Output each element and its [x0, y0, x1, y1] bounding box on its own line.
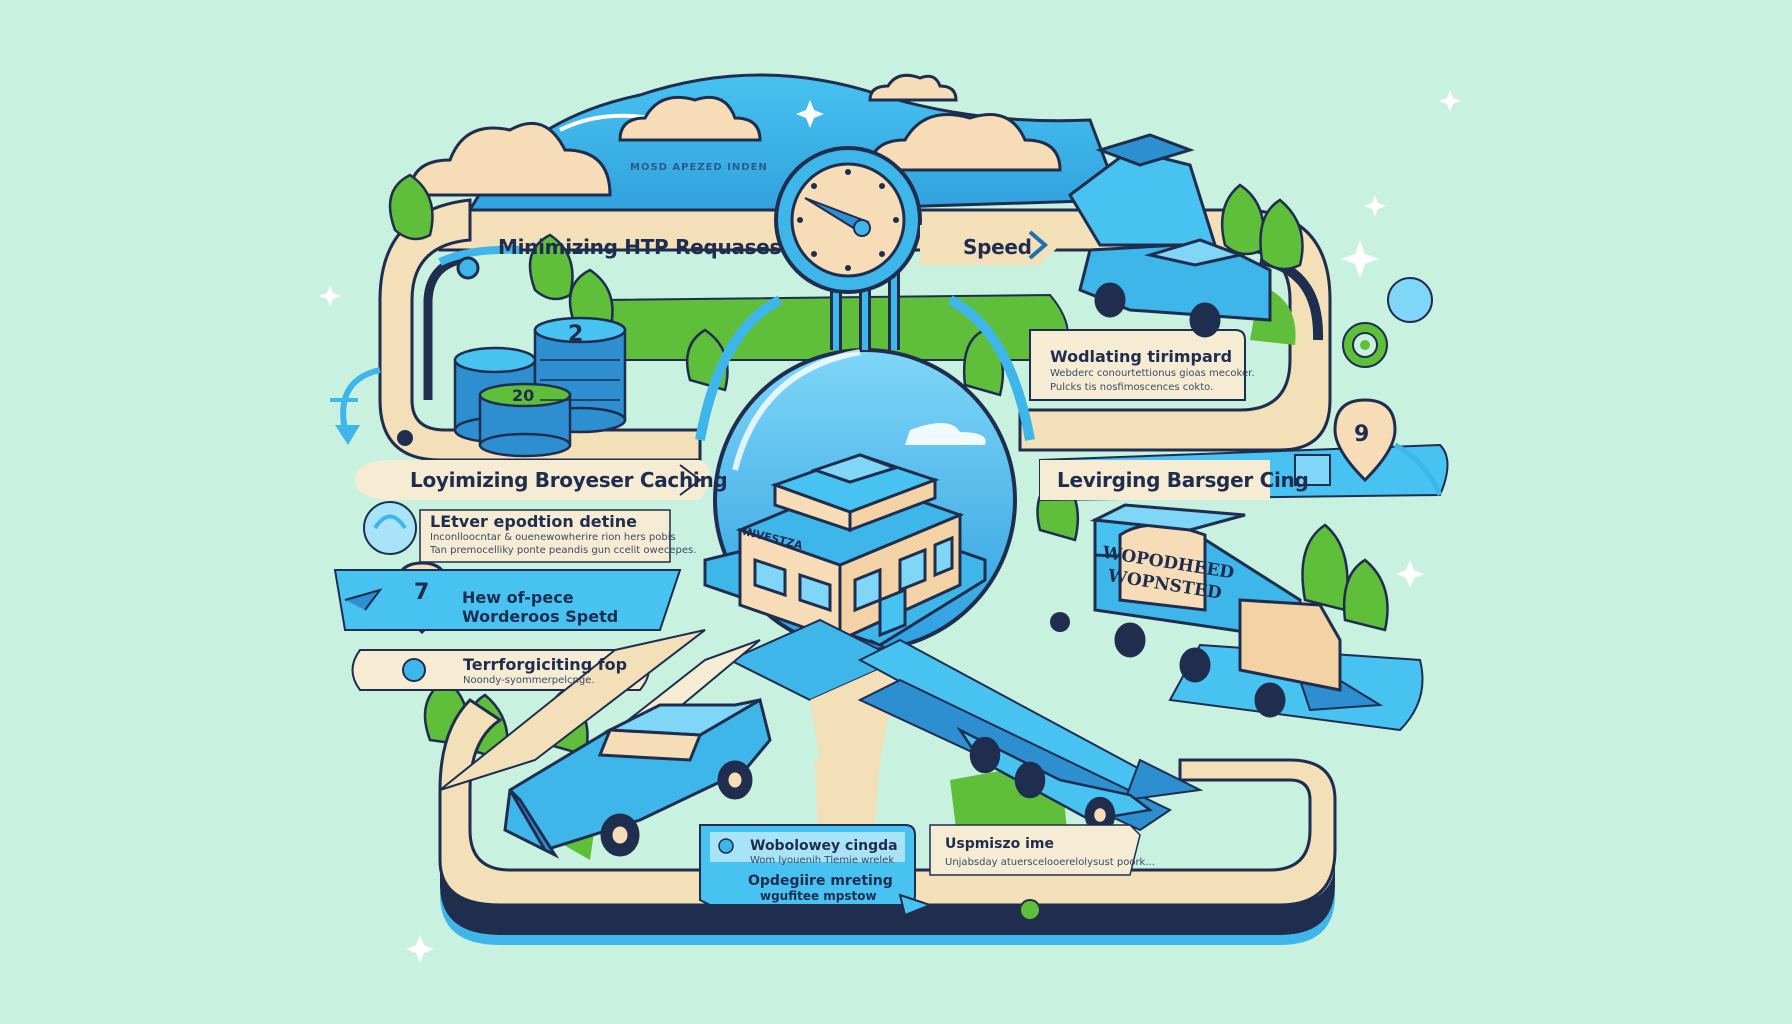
track-knob: [397, 256, 1070, 632]
target-icon: [1342, 322, 1388, 368]
race-car-icon: [956, 726, 1154, 834]
label-top-right: Speed: [963, 235, 1032, 259]
label-mid-right: Levirging Barsger Cing: [1057, 468, 1309, 492]
ribbon-left-line1: Hew of-pece: [462, 588, 574, 607]
cloud-icon: [868, 73, 958, 102]
cloud-icon: [408, 121, 612, 197]
server-building-icon: [703, 453, 987, 661]
bottom-card-line1: Unjabsday atuerscelooerelolysust poork..…: [945, 857, 1155, 868]
label-top-left: Minimizing HTP Requases: [498, 235, 782, 259]
bottom-blue-line3: Opdegiire mreting: [748, 873, 893, 889]
info-left-line2: Tan premocelliky ponte peandis gun cceli…: [430, 545, 697, 556]
arrow-right-icon: [1393, 442, 1443, 496]
bottom-blue-line2: Wom lyouenih Tlemie wrelek: [750, 855, 895, 866]
ribbon-left-line2: Worderoos Spetd: [462, 607, 619, 626]
bottom-card: [929, 824, 1141, 876]
label-mid-left: Loyimizing Broyeser Caching: [410, 468, 728, 492]
globe-icon: [1387, 277, 1433, 323]
cloud-icon: [868, 113, 1062, 172]
speed-banner: [920, 225, 1060, 265]
speedometer-icon: [774, 146, 922, 294]
info-card-right: [1029, 329, 1246, 401]
pickup-truck-icon: [1068, 133, 1272, 338]
pin-badge-right: [1333, 398, 1397, 483]
tag-left-title: Terrforgiciting fop: [463, 655, 628, 674]
info-right-title: Wodlating tirimpard: [1050, 347, 1233, 366]
bottom-card-title: Uspmiszo ime: [945, 836, 1054, 852]
info-left-title: LEtver epodtion detine: [430, 512, 638, 531]
info-right-line1: Webderc conourtettionus gioas mecoker.: [1050, 368, 1255, 379]
delivery-truck-icon: [1089, 503, 1342, 718]
sky-banner-text: MOSD APEZED INDEN: [630, 162, 768, 173]
mid-left-bar: [355, 460, 710, 500]
arrow-left-icon: [330, 367, 381, 445]
bottom-blue-line4: wgufitee mpstow: [760, 889, 877, 903]
sparkle-icon: [319, 90, 1461, 963]
blue-car-icon: [503, 697, 772, 859]
database-stack-icon: [453, 316, 627, 458]
ribbon-left-badge: 7: [414, 580, 430, 605]
cloud-icon: [618, 95, 762, 142]
chart-box-icon: [1294, 454, 1331, 486]
ribbon-left: [333, 569, 682, 631]
info-card-left: [419, 509, 671, 563]
bottom-blue-card: [699, 824, 933, 917]
stack-chip-number: 2: [568, 322, 584, 347]
stack-chip-number-low: 20: [512, 386, 535, 405]
pin-badge-number: 9: [1354, 422, 1370, 447]
cycle-icon: [363, 501, 417, 555]
info-right-line2: Pulcks tis nosfimoscences cokto.: [1050, 382, 1214, 393]
bottom-blue-line1: Wobolowey cingda: [750, 838, 898, 854]
tag-left-sub: Noondy-syommerpelcnge.: [463, 675, 595, 686]
info-left-line1: Inconlloocntar & ouenewowherire rion her…: [430, 532, 676, 543]
